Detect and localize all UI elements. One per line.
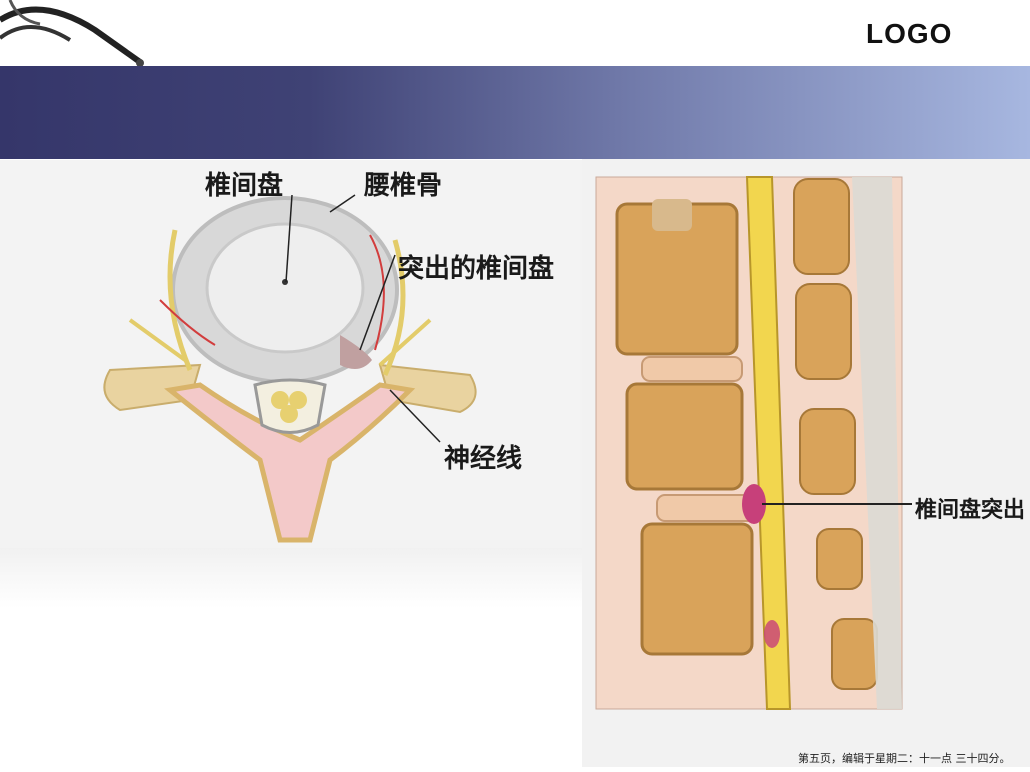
title-banner: [0, 66, 1030, 159]
label-nerve: 神经线: [444, 444, 523, 474]
label-lumbar-vertebra: 腰椎骨: [364, 171, 443, 201]
label-herniated-disc: 突出的椎间盘: [398, 254, 555, 284]
footer-timestamp: 第五页，编辑于星期二：十一点 三十四分。: [798, 752, 1011, 765]
logo-text: LOGO: [866, 18, 953, 49]
label-disc: 椎间盘: [205, 171, 284, 201]
spine-illustration: [595, 176, 912, 710]
stethoscope-decoration: [0, 0, 144, 67]
label-herniation: 椎间盘突出: [915, 498, 1026, 523]
spine-sagittal-figure: 椎间盘突出: [582, 159, 1030, 767]
vertebra-cross-section-figure: 椎间盘 腰椎骨 突出的椎间盘 神经线: [0, 160, 585, 548]
reflection-fade: [0, 548, 585, 608]
vertebra-illustration: [103, 194, 477, 543]
